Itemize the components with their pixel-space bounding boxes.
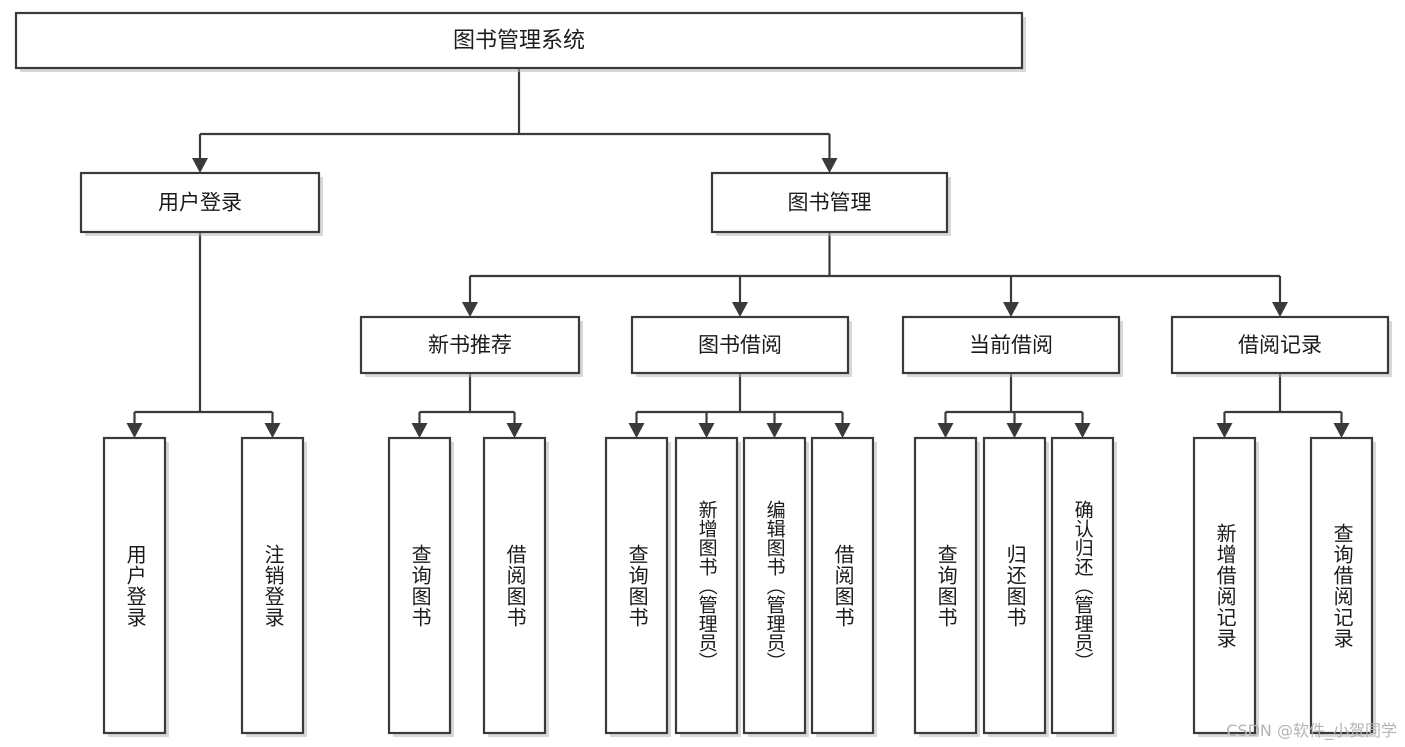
leafgroup-3-to-leaf-0-arrowhead bbox=[937, 423, 954, 438]
leaf-node-box-11[interactable] bbox=[1192, 436, 1257, 735]
books-to-level3-1-arrowhead bbox=[732, 302, 748, 317]
level2-node-label-0: 用户登录 bbox=[158, 191, 242, 215]
connector-layer bbox=[126, 68, 1350, 438]
level3-node-label-2: 当前借阅 bbox=[969, 333, 1053, 357]
books-to-level3-3-arrowhead bbox=[1272, 302, 1288, 317]
level2-node-label-1: 图书管理 bbox=[788, 191, 872, 215]
root-node-label: 图书管理系统 bbox=[453, 29, 585, 54]
leaf-node-box-2[interactable] bbox=[387, 436, 452, 735]
leafgroup-2-to-leaf-0-arrowhead bbox=[628, 423, 645, 438]
level3-node-label-3: 借阅记录 bbox=[1238, 333, 1322, 357]
level3-node-box-3[interactable] bbox=[1170, 315, 1390, 375]
level3-node-box-0[interactable] bbox=[359, 315, 581, 375]
level2-node-box-0[interactable] bbox=[79, 171, 321, 234]
box-layer bbox=[14, 11, 1392, 737]
leafgroup-0-to-leaf-1-arrowhead bbox=[264, 423, 281, 438]
leaf-node-box-8[interactable] bbox=[913, 436, 978, 735]
books-to-level3-0-arrowhead bbox=[462, 302, 478, 317]
root-to-level2-0-arrowhead bbox=[192, 158, 208, 173]
level3-node-label-0: 新书推荐 bbox=[428, 333, 512, 357]
leafgroup-3-to-leaf-1-arrowhead bbox=[1006, 423, 1023, 438]
leaf-node-box-0[interactable] bbox=[102, 436, 167, 735]
root-to-level2-1-arrowhead bbox=[821, 158, 838, 173]
leafgroup-2-to-leaf-1-arrowhead bbox=[698, 423, 715, 438]
leaf-node-box-5[interactable] bbox=[674, 436, 739, 735]
level3-node-box-1[interactable] bbox=[630, 315, 850, 375]
leaf-node-box-4[interactable] bbox=[604, 436, 669, 735]
root-node-box[interactable] bbox=[14, 11, 1024, 70]
leafgroup-1-to-leaf-1-arrowhead bbox=[506, 423, 523, 438]
leaf-node-box-1[interactable] bbox=[240, 436, 305, 735]
leafgroup-2-to-leaf-3-arrowhead bbox=[834, 423, 851, 438]
leafgroup-2-to-leaf-2-arrowhead bbox=[766, 423, 783, 438]
leaf-node-box-6[interactable] bbox=[742, 436, 807, 735]
leafgroup-1-to-leaf-0-arrowhead bbox=[411, 423, 428, 438]
leaf-node-box-9[interactable] bbox=[982, 436, 1047, 735]
books-to-level3-2-arrowhead bbox=[1003, 302, 1019, 317]
leafgroup-0-to-leaf-0-arrowhead bbox=[126, 423, 143, 438]
leafgroup-4-to-leaf-1-arrowhead bbox=[1333, 423, 1350, 438]
leaf-node-box-12[interactable] bbox=[1309, 436, 1374, 735]
leaf-node-box-7[interactable] bbox=[810, 436, 875, 735]
csdn-watermark: CSDN @软件_小贺同学 bbox=[1226, 721, 1397, 740]
level3-node-label-1: 图书借阅 bbox=[698, 333, 782, 357]
level3-node-box-2[interactable] bbox=[901, 315, 1121, 375]
leafgroup-4-to-leaf-0-arrowhead bbox=[1216, 423, 1233, 438]
leafgroup-3-to-leaf-2-arrowhead bbox=[1074, 423, 1091, 438]
level2-node-box-1[interactable] bbox=[710, 171, 949, 234]
leaf-node-box-10[interactable] bbox=[1050, 436, 1115, 735]
leaf-node-box-3[interactable] bbox=[482, 436, 547, 735]
